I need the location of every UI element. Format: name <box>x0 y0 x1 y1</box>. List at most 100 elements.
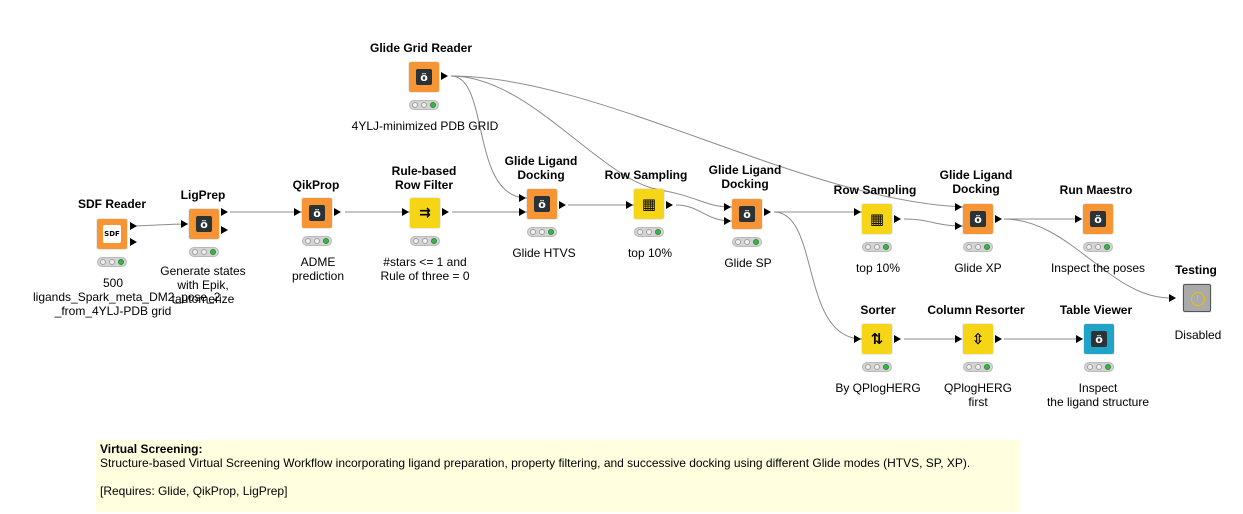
sdf-file-icon: SDF <box>103 225 121 243</box>
node-label[interactable]: Glide SP <box>724 256 772 270</box>
annotation-description: Structure-based Virtual Screening Workfl… <box>100 456 971 470</box>
output-port[interactable] <box>130 222 137 230</box>
output-port[interactable] <box>221 208 228 216</box>
status-lights <box>963 362 993 372</box>
node-box[interactable]: ö <box>409 62 439 92</box>
output-port[interactable] <box>995 335 1002 343</box>
node-title: QikProp <box>292 178 340 192</box>
node-label[interactable]: top 10% <box>855 261 901 275</box>
node-label[interactable]: By QPlogHERG <box>835 381 921 395</box>
schrodinger-icon: ö <box>196 216 212 232</box>
node-box[interactable]: ö <box>732 199 762 229</box>
node-label[interactable]: Disabled <box>1174 328 1222 342</box>
node-label[interactable]: Glide HTVS <box>512 246 576 260</box>
status-lights <box>862 362 892 372</box>
input-port[interactable] <box>1076 335 1083 343</box>
node-label[interactable]: 4YLJ-minimized PDB GRID <box>351 119 499 133</box>
status-lights <box>1083 242 1113 252</box>
node-label[interactable]: top 10% <box>627 246 673 260</box>
input-port[interactable] <box>724 203 731 211</box>
schrodinger-icon: ö <box>309 205 325 221</box>
node-title: Glide Ligand Docking <box>939 168 1013 196</box>
status-lights <box>302 236 332 246</box>
row-filter-icon: ⇉ <box>419 205 431 221</box>
output-port[interactable] <box>441 72 448 80</box>
output-port[interactable] <box>666 201 673 209</box>
status-lights <box>409 100 439 110</box>
node-title: Row Sampling <box>833 183 917 197</box>
status-lights <box>189 247 219 257</box>
input-port[interactable] <box>955 222 962 230</box>
node-box[interactable]: ▦ <box>862 204 892 234</box>
wire-sp-sorter <box>773 211 863 340</box>
sorter-icon: ⇅ <box>870 330 884 348</box>
node-title: Glide Ligand Docking <box>504 154 578 182</box>
input-port[interactable] <box>724 217 731 225</box>
node-title: SDF Reader <box>77 197 147 211</box>
input-port[interactable] <box>955 335 962 343</box>
status-lights <box>963 242 993 252</box>
output-port[interactable] <box>221 226 228 234</box>
node-box[interactable]: ö <box>1084 324 1114 354</box>
node-box[interactable]: SDF <box>97 219 127 249</box>
node-box[interactable]: ⇳ <box>963 324 993 354</box>
node-box[interactable]: ö <box>189 209 219 239</box>
node-box[interactable]: ▦ <box>634 189 664 219</box>
node-title: Run Maestro <box>1059 183 1133 197</box>
node-box[interactable]: ö <box>963 204 993 234</box>
node-box[interactable]: ö <box>527 189 557 219</box>
node-title: Testing <box>1175 263 1217 277</box>
node-title: Row Sampling <box>604 168 688 182</box>
node-title: LigPrep <box>180 188 226 202</box>
node-title: Sorter <box>860 303 896 317</box>
output-port[interactable] <box>559 201 566 209</box>
node-title: Column Resorter <box>927 303 1025 317</box>
status-lights <box>634 227 664 237</box>
node-label[interactable]: 500 ligands_Spark_meta_DM2_pose_2 _from_… <box>33 276 221 318</box>
table-view-icon: ö <box>1091 331 1107 347</box>
input-port[interactable] <box>294 208 301 216</box>
schrodinger-icon: ö <box>739 206 755 222</box>
node-box[interactable]: ö <box>302 198 332 228</box>
output-port[interactable] <box>130 238 137 246</box>
node-label[interactable]: Glide XP <box>954 261 1002 275</box>
node-title: Rule-based Row Filter <box>391 164 457 192</box>
input-port[interactable] <box>955 203 962 211</box>
output-port[interactable] <box>995 215 1002 223</box>
node-box[interactable] <box>1183 284 1211 312</box>
node-box[interactable]: ö <box>1083 204 1113 234</box>
schrodinger-icon: ö <box>534 196 550 212</box>
annotation-requirements: [Requires: Glide, QikProp, LigPrep] <box>100 484 288 498</box>
input-port[interactable] <box>626 201 633 209</box>
schrodinger-icon: ö <box>970 211 986 227</box>
node-label[interactable]: ADME prediction <box>291 255 345 283</box>
node-label[interactable]: Inspect the ligand structure <box>1046 381 1150 409</box>
input-port[interactable] <box>519 194 526 202</box>
input-port[interactable] <box>402 208 409 216</box>
node-title: Table Viewer <box>1059 303 1133 317</box>
node-label[interactable]: Generate states with Epik, tautomerize <box>160 264 246 306</box>
workflow-annotation[interactable]: Virtual Screening: Structure-based Virtu… <box>96 440 1020 512</box>
status-lights <box>1084 362 1114 372</box>
output-port[interactable] <box>334 208 341 216</box>
node-label[interactable]: Inspect the poses <box>1050 261 1146 275</box>
status-lights <box>410 236 440 246</box>
node-box[interactable]: ⇉ <box>410 198 440 228</box>
input-port[interactable] <box>181 220 188 228</box>
node-box[interactable]: ⇅ <box>862 324 892 354</box>
output-port[interactable] <box>442 208 449 216</box>
input-port[interactable] <box>854 208 861 216</box>
node-label[interactable]: #stars <= 1 and Rule of three = 0 <box>380 255 470 283</box>
node-label[interactable]: QPlogHERG first <box>943 381 1013 409</box>
schrodinger-icon: ö <box>1090 211 1106 227</box>
input-port[interactable] <box>519 208 526 216</box>
output-port[interactable] <box>894 335 901 343</box>
input-port[interactable] <box>1169 294 1176 302</box>
status-lights <box>862 242 892 252</box>
input-port[interactable] <box>854 335 861 343</box>
output-port[interactable] <box>894 215 901 223</box>
row-sampling-icon: ▦ <box>869 210 885 228</box>
input-port[interactable] <box>1075 215 1082 223</box>
output-port[interactable] <box>764 208 771 216</box>
